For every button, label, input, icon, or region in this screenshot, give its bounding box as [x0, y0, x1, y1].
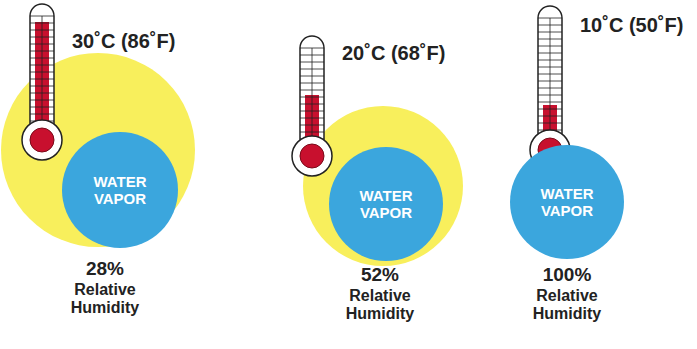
thermometer: [22, 4, 62, 160]
temperature-label: 20˚C (68˚F): [342, 42, 492, 64]
scale-line: [312, 48, 313, 140]
humidity-percent: 52%: [310, 264, 450, 285]
vapor-fill: [329, 147, 443, 261]
water-vapor-circle: WATER VAPOR: [329, 147, 443, 261]
humidity-percent: 28%: [35, 258, 175, 279]
scale-line: [42, 16, 43, 124]
thermometer-bulb: [300, 144, 324, 168]
humidity-caption: Relative Humidity: [497, 287, 637, 323]
bulb-ring: [22, 120, 62, 160]
thermometer-tube: [538, 6, 562, 150]
water-vapor-circle: WATER VAPOR: [510, 145, 624, 259]
water-vapor-circle: WATER VAPOR: [62, 132, 178, 248]
humidity-percent: 100%: [497, 264, 637, 285]
vapor-label: WATER VAPOR: [535, 185, 599, 219]
temperature-label: 30˚C (86˚F): [72, 30, 222, 52]
humidity-caption: Relative Humidity: [310, 287, 450, 323]
thermometer: [292, 36, 332, 176]
vapor-label: WATER VAPOR: [88, 173, 152, 207]
air-capacity-circle: [303, 106, 463, 266]
vapor-fill: [62, 132, 178, 248]
vapor-fill: [510, 145, 624, 259]
vapor-label: WATER VAPOR: [354, 187, 418, 221]
scale-line: [550, 18, 551, 134]
humidity-caption: Relative Humidity: [35, 281, 175, 317]
thermometer-bulb: [30, 128, 54, 152]
temperature-label: 10˚C (50˚F): [580, 14, 692, 36]
bulb-ring: [292, 136, 332, 176]
